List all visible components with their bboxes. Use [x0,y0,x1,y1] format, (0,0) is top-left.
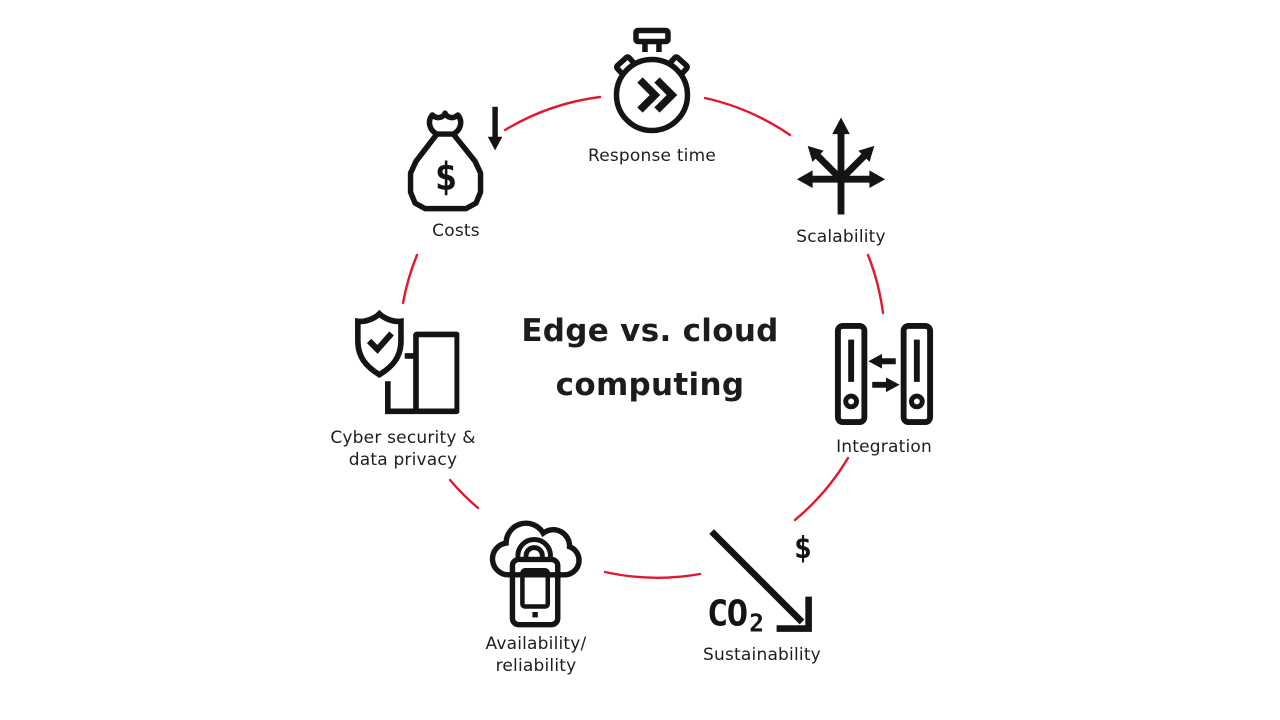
title-line-2: computing [555,367,745,403]
servers-exchange-icon [834,323,934,425]
costs-label: Costs [432,221,480,241]
node-sustainability: $ CO 2 Sustainability [703,525,821,666]
red-arc-segment [448,478,480,510]
co2-cost-decrease-icon: $ CO 2 [707,529,812,637]
red-arc-segment [866,253,885,315]
cyber-security-label-line-2: data privacy [348,450,458,470]
node-response-time: Response time [588,27,716,167]
dollar-glyph: $ [794,531,812,566]
red-arc-segment [603,570,702,579]
integration-label: Integration [836,437,932,457]
node-costs: $ Costs [406,104,506,242]
co2-glyph: CO [707,594,747,635]
node-availability: Availability/ reliability [482,515,591,677]
shield-check-server-icon [355,310,460,415]
availability-label-line-1: Availability/ [485,634,587,654]
scalability-label: Scalability [796,227,886,247]
cloud-mobile-icon [489,520,582,628]
availability-label-line-2: reliability [495,656,577,676]
stopwatch-fast-icon [613,27,691,134]
diagram-title: Edge vs. cloud computing [521,304,778,412]
title-line-1: Edge vs. cloud [521,313,779,349]
red-arc-segment [503,95,602,132]
node-scalability: Scalability [792,114,890,248]
multi-directional-arrows-icon [796,117,886,215]
money-bag-decrease-icon: $ [407,106,503,212]
node-integration: Integration [833,322,935,458]
red-arc-segment [703,96,792,137]
co2-subscript-glyph: 2 [750,608,765,637]
red-arc-segment [401,253,419,305]
cyber-security-label-line-1: Cyber security & [330,428,476,448]
node-cyber-security: Cyber security & data privacy [330,310,475,471]
sustainability-label: Sustainability [703,645,821,665]
response-time-label: Response time [587,146,717,166]
dollar-glyph: $ [435,156,458,200]
red-arc-segment [793,456,850,522]
